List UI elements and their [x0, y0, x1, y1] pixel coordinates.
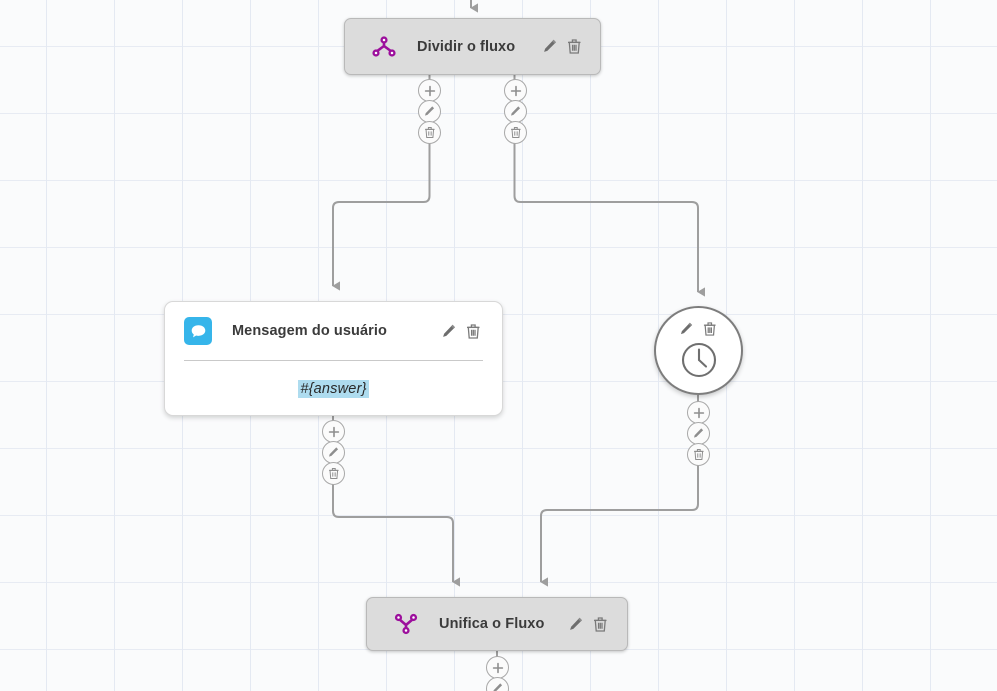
edit-pencil-icon[interactable]: [679, 321, 695, 338]
edit-connection-button[interactable]: [486, 677, 509, 691]
delete-connection-button[interactable]: [418, 121, 441, 144]
node-title: Mensagem do usuário: [232, 323, 387, 339]
chat-bubble-icon: [184, 317, 212, 345]
trash-delete-icon[interactable]: [593, 616, 609, 633]
variable-token: #{answer}: [298, 379, 369, 398]
delete-connection-button[interactable]: [687, 443, 710, 466]
delete-connection-button[interactable]: [322, 462, 345, 485]
node-mensagem-do-usuario[interactable]: Mensagem do usuário: [164, 301, 503, 416]
delete-connection-button[interactable]: [504, 121, 527, 144]
node-tools: [679, 321, 719, 338]
clock-icon: [680, 341, 718, 384]
edge-split-to-message: [333, 75, 431, 286]
node-title: Dividir o fluxo: [417, 38, 516, 55]
add-node-button[interactable]: [322, 420, 345, 443]
edge-message-to-merge: [332, 416, 453, 582]
add-node-button[interactable]: [687, 401, 710, 424]
edge-delay-to-merge: [541, 395, 699, 582]
node-header: Mensagem do usuário: [165, 302, 502, 360]
edge-handles-delay-out[interactable]: [687, 401, 710, 466]
flow-merge-icon: [393, 612, 419, 636]
node-unifica-o-fluxo[interactable]: Unifica o Fluxo: [366, 597, 628, 651]
trash-delete-icon[interactable]: [703, 321, 719, 338]
edge-handles-split-left[interactable]: [418, 79, 441, 144]
edit-connection-button[interactable]: [504, 100, 527, 123]
node-delay-timer[interactable]: [654, 306, 743, 395]
edit-pencil-icon[interactable]: [441, 323, 457, 340]
node-tools: [542, 38, 583, 55]
divider: [184, 360, 483, 361]
flow-split-icon: [371, 35, 397, 59]
trash-delete-icon[interactable]: [466, 323, 482, 340]
add-node-button[interactable]: [418, 79, 441, 102]
edge-handles-split-right[interactable]: [504, 79, 527, 144]
edge-split-to-delay: [513, 75, 699, 292]
edit-pencil-icon[interactable]: [568, 616, 584, 633]
edit-connection-button[interactable]: [687, 422, 710, 445]
edge-handles-merge-out[interactable]: [486, 656, 509, 691]
edit-connection-button[interactable]: [418, 100, 441, 123]
node-body: #{answer}: [165, 361, 502, 416]
node-tools: [568, 616, 609, 633]
node-title: Unifica o Fluxo: [439, 616, 545, 632]
add-node-button[interactable]: [504, 79, 527, 102]
edit-connection-button[interactable]: [322, 441, 345, 464]
edge-handles-message-out[interactable]: [322, 420, 345, 485]
trash-delete-icon[interactable]: [567, 38, 583, 55]
node-tools: [441, 323, 482, 340]
add-node-button[interactable]: [486, 656, 509, 679]
node-dividir-o-fluxo[interactable]: Dividir o fluxo: [344, 18, 601, 75]
edit-pencil-icon[interactable]: [542, 38, 558, 55]
